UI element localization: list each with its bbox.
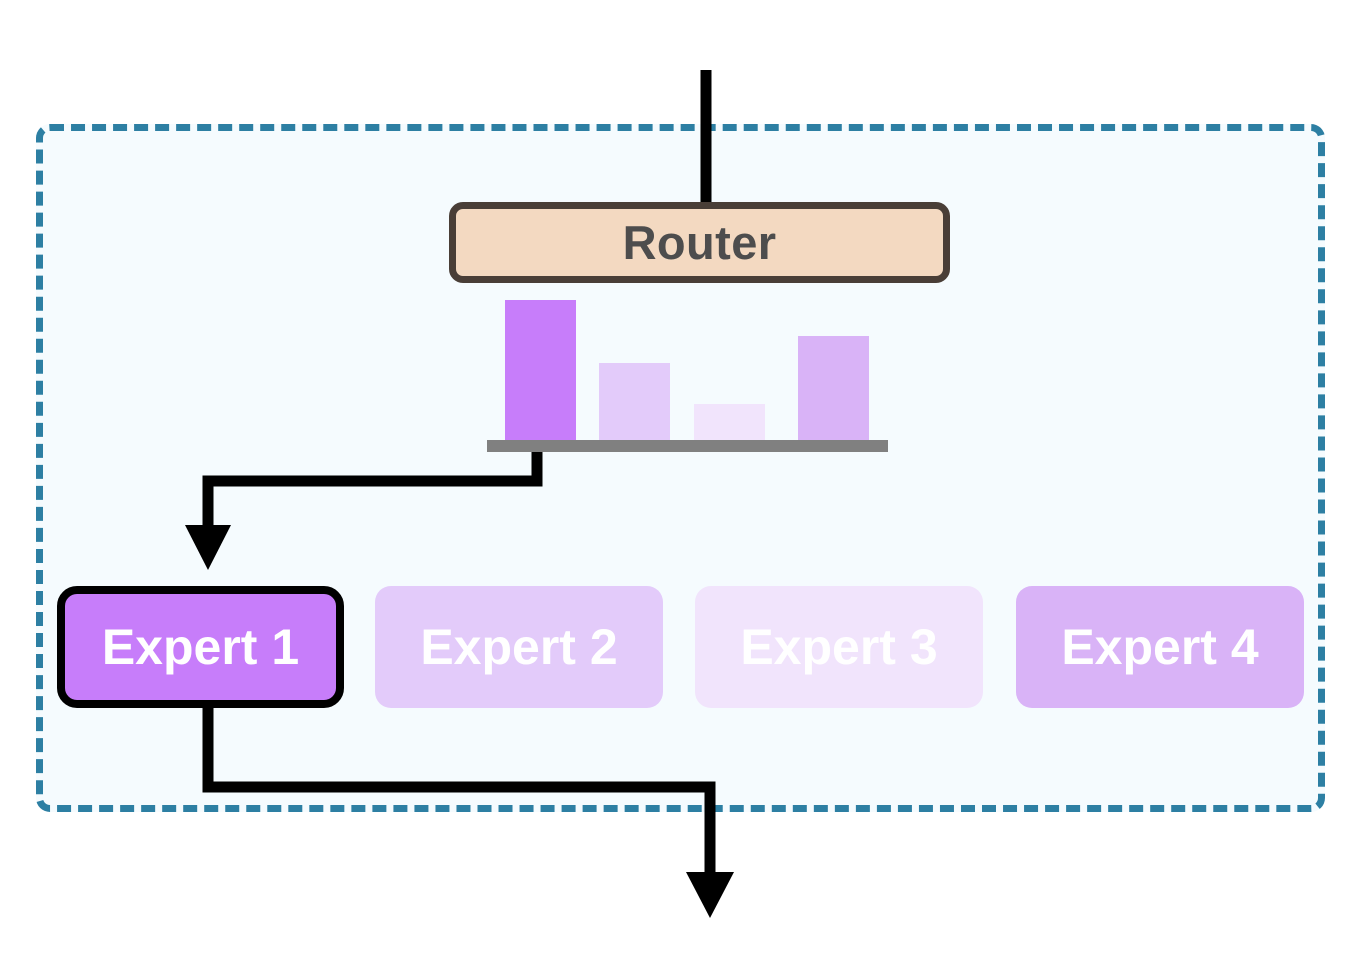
- route-arrow-path: [202, 452, 543, 528]
- output-arrow-head: [686, 872, 734, 918]
- expert-label-3: Expert 3: [740, 619, 938, 675]
- router-label: Router: [622, 216, 777, 269]
- router-box[interactable]: Router: [449, 202, 950, 283]
- chart-bar-expert-3: [694, 404, 765, 440]
- expert-box-2[interactable]: Expert 2: [375, 586, 663, 708]
- chart-bar-expert-4: [798, 336, 869, 440]
- expert-box-4[interactable]: Expert 4: [1016, 586, 1304, 708]
- expert-label-1: Expert 1: [101, 619, 300, 675]
- route-arrow-head: [185, 525, 231, 570]
- chart-baseline: [487, 440, 888, 452]
- expert-label-2: Expert 2: [420, 619, 618, 675]
- expert-label-4: Expert 4: [1061, 619, 1259, 675]
- chart-bar-expert-1: [505, 300, 576, 440]
- output-arrow-path: [202, 708, 716, 875]
- chart-bar-expert-2: [599, 363, 670, 440]
- expert-box-1[interactable]: Expert 1: [57, 586, 344, 708]
- expert-box-3[interactable]: Expert 3: [695, 586, 983, 708]
- router-gating-chart: [487, 300, 888, 452]
